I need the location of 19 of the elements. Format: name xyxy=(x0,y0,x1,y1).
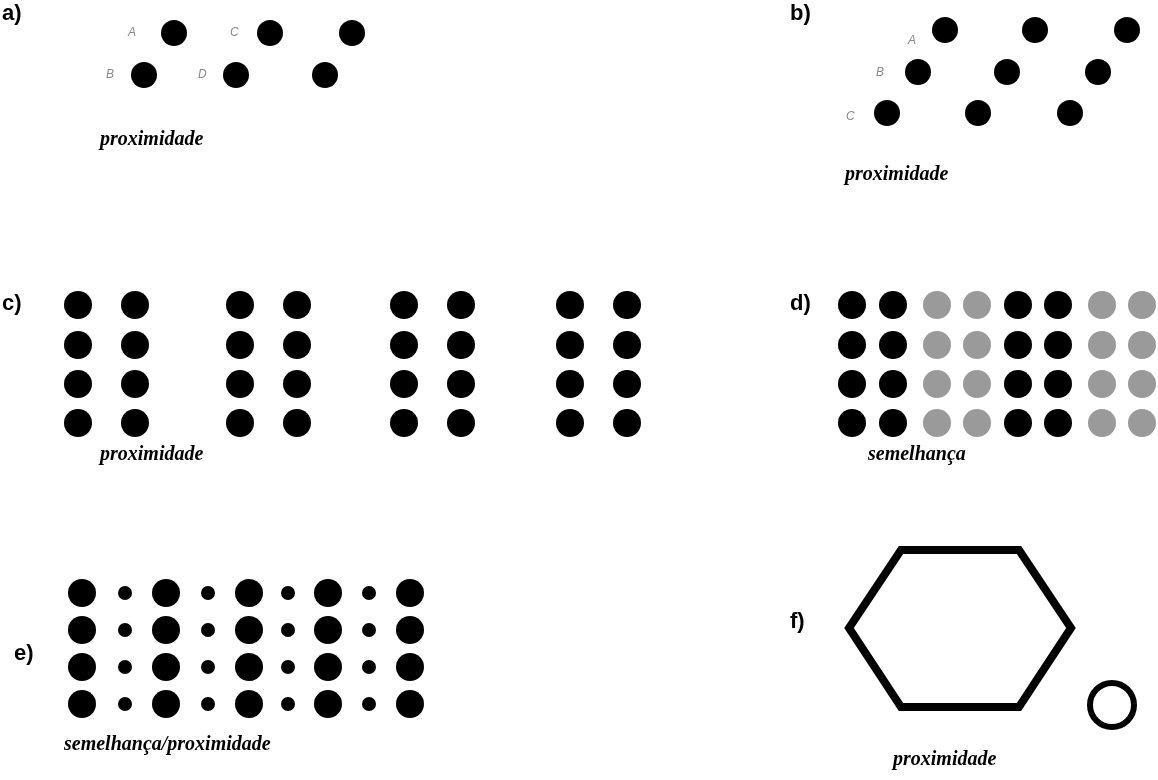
point-label: C xyxy=(846,110,855,122)
caption: proximidade xyxy=(100,128,204,148)
caption: semelhança xyxy=(868,443,966,463)
panel-letter: d) xyxy=(790,292,811,314)
caption: proximidade xyxy=(893,748,997,768)
panel-letter: e) xyxy=(14,642,34,664)
panel-letter: b) xyxy=(790,2,811,24)
point-label: B xyxy=(106,68,114,80)
caption: proximidade xyxy=(100,443,204,463)
caption: semelhança/proximidade xyxy=(64,733,271,753)
point-label: A xyxy=(128,26,136,38)
point-label: B xyxy=(876,66,884,78)
panel-letter: f) xyxy=(790,610,805,632)
point-label: C xyxy=(230,26,239,38)
point-label: D xyxy=(198,68,207,80)
panel-letter: a) xyxy=(2,2,22,24)
point-label: A xyxy=(908,34,916,46)
caption: proximidade xyxy=(845,163,949,183)
panel-letter: c) xyxy=(2,292,22,314)
